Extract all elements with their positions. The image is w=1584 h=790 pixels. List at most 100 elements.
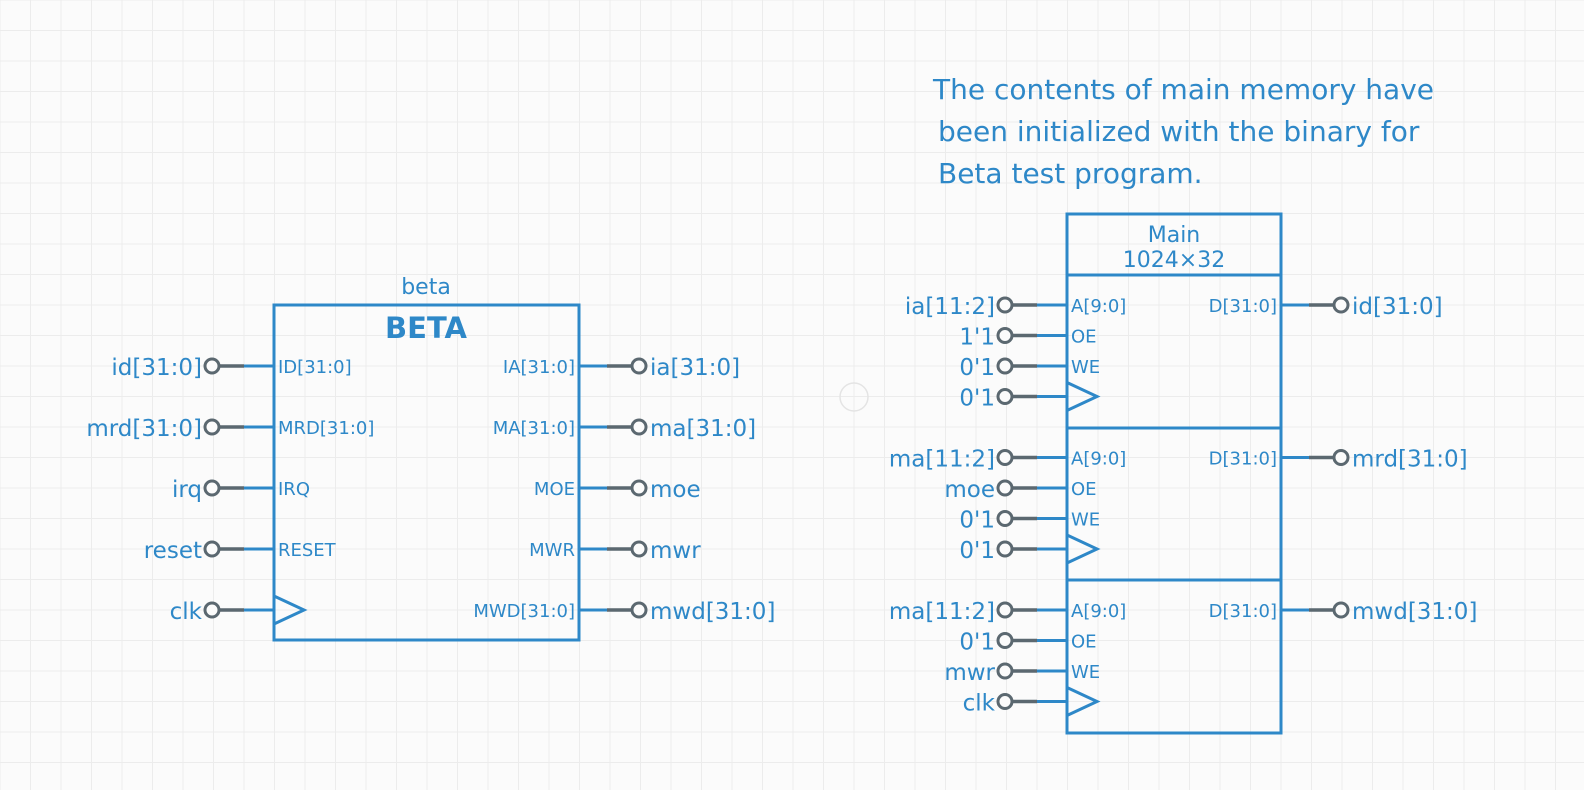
terminal-connector[interactable] xyxy=(996,601,1014,619)
net-label: ma[11:2] xyxy=(889,447,995,473)
terminal-connector[interactable] xyxy=(1332,601,1350,619)
memory-port-3-addr-pin[interactable]: ma[11:2] A[9:0] xyxy=(889,599,1126,625)
port-label: WE xyxy=(1071,357,1100,378)
net-label: reset xyxy=(144,538,202,564)
net-label: mwr xyxy=(944,660,995,686)
terminal-connector[interactable] xyxy=(630,601,648,619)
memory-port-2-clk-pin[interactable]: 0'1 xyxy=(959,533,1101,565)
terminal-connector[interactable] xyxy=(996,449,1014,466)
port-label: MA[31:0] xyxy=(493,418,575,439)
net-label: ia[31:0] xyxy=(650,355,740,381)
beta-pin-ma-31-0[interactable]: ma[31:0]MA[31:0] xyxy=(493,416,756,442)
net-label: 0'1 xyxy=(959,386,995,412)
beta-pin-id-31-0[interactable]: id[31:0] ID[31:0] xyxy=(111,355,351,381)
port-label: OE xyxy=(1071,479,1097,500)
terminal-connector[interactable] xyxy=(996,296,1014,314)
beta-pin-mrd-31-0[interactable]: mrd[31:0] MRD[31:0] xyxy=(86,416,374,442)
terminal-connector[interactable] xyxy=(996,540,1014,558)
beta-pin-clk[interactable]: clk xyxy=(170,594,308,626)
net-label: mrd[31:0] xyxy=(1352,447,1468,473)
memory-port-3-clk-pin[interactable]: clk xyxy=(963,686,1101,717)
terminal-connector[interactable] xyxy=(630,357,648,375)
port-label: D[31:0] xyxy=(1209,601,1277,622)
port-label: MRD[31:0] xyxy=(278,418,374,439)
terminal-connector[interactable] xyxy=(996,388,1014,405)
beta-title: BETA xyxy=(385,311,467,345)
terminal-connector[interactable] xyxy=(1332,296,1350,314)
beta-body[interactable] xyxy=(272,303,581,642)
net-label: 1'1 xyxy=(959,325,995,351)
terminal-connector[interactable] xyxy=(996,510,1014,527)
beta-pin-ia-31-0[interactable]: ia[31:0] IA[31:0] xyxy=(503,355,740,381)
memory-port-3-we-pin[interactable]: mwr WE xyxy=(944,660,1100,686)
terminal-connector[interactable] xyxy=(203,601,221,619)
clock-input-icon xyxy=(1066,686,1101,717)
beta-module[interactable]: beta BETA id[31:0]ID[31:0]mrd[31:0]MRD[3… xyxy=(86,275,775,642)
memory-port-1-addr-pin[interactable]: ia[11:2]A[9:0] xyxy=(905,294,1126,320)
net-label: mrd[31:0] xyxy=(86,416,202,442)
beta-pin-mwd-31-0[interactable]: mwd[31:0]MWD[31:0] xyxy=(473,599,775,625)
net-label: 0'1 xyxy=(959,508,995,534)
port-label: OE xyxy=(1071,632,1097,653)
port-label: D[31:0] xyxy=(1209,296,1277,317)
terminal-connector[interactable] xyxy=(203,357,221,375)
net-label: 0'1 xyxy=(959,538,995,564)
net-label: id[31:0] xyxy=(1352,294,1443,320)
terminal-connector[interactable] xyxy=(630,418,648,436)
port-label: A[9:0] xyxy=(1071,449,1126,470)
terminal-connector[interactable] xyxy=(996,632,1014,649)
terminal-connector[interactable] xyxy=(996,693,1014,710)
terminal-connector[interactable] xyxy=(630,540,648,558)
clock-input-icon xyxy=(1066,533,1101,565)
net-label: clk xyxy=(170,599,203,625)
cursor-indicator xyxy=(839,382,869,412)
terminal-connector[interactable] xyxy=(996,327,1014,344)
net-label: mwr xyxy=(650,538,701,564)
port-label: MOE xyxy=(534,479,575,500)
terminal-connector[interactable] xyxy=(996,662,1014,680)
terminal-connector[interactable] xyxy=(630,479,648,497)
terminal-connector[interactable] xyxy=(996,357,1014,375)
note-line-3: Beta test program. xyxy=(938,157,1203,190)
port-label: D[31:0] xyxy=(1209,449,1277,470)
net-label: ma[11:2] xyxy=(889,599,995,625)
memory-port-3-data-pin[interactable]: mwd[31:0]D[31:0] xyxy=(1209,599,1478,625)
terminal-connector[interactable] xyxy=(203,479,221,497)
port-label: WE xyxy=(1071,510,1100,531)
port-label: IRQ xyxy=(278,479,310,500)
port-label: ID[31:0] xyxy=(278,357,352,378)
memory-port-2-we-pin[interactable]: 0'1 WE xyxy=(959,508,1100,534)
port-label: A[9:0] xyxy=(1071,601,1126,622)
port-label: WE xyxy=(1071,662,1100,683)
terminal-connector[interactable] xyxy=(203,540,221,558)
memory-port-1-clk-pin[interactable]: 0'1 xyxy=(959,381,1101,412)
port-label: OE xyxy=(1071,327,1097,348)
memory-port-1-oe-pin[interactable]: 1'1 OE xyxy=(959,325,1096,351)
terminal-connector[interactable] xyxy=(203,418,221,436)
terminal-connector[interactable] xyxy=(1332,449,1350,466)
memory-port-2-data-pin[interactable]: mrd[31:0] D[31:0] xyxy=(1209,447,1468,473)
clock-input-icon xyxy=(273,594,308,626)
net-label: mwd[31:0] xyxy=(650,599,775,625)
net-label: clk xyxy=(963,691,996,717)
terminal-connector[interactable] xyxy=(996,479,1014,497)
memory-body[interactable] xyxy=(1065,212,1283,735)
net-label: id[31:0] xyxy=(111,355,202,381)
memory-port-1-data-pin[interactable]: id[31:0] D[31:0] xyxy=(1209,294,1443,320)
memory-port-2-addr-pin[interactable]: ma[11:2] A[9:0] xyxy=(889,447,1126,473)
port-label: IA[31:0] xyxy=(503,357,575,378)
